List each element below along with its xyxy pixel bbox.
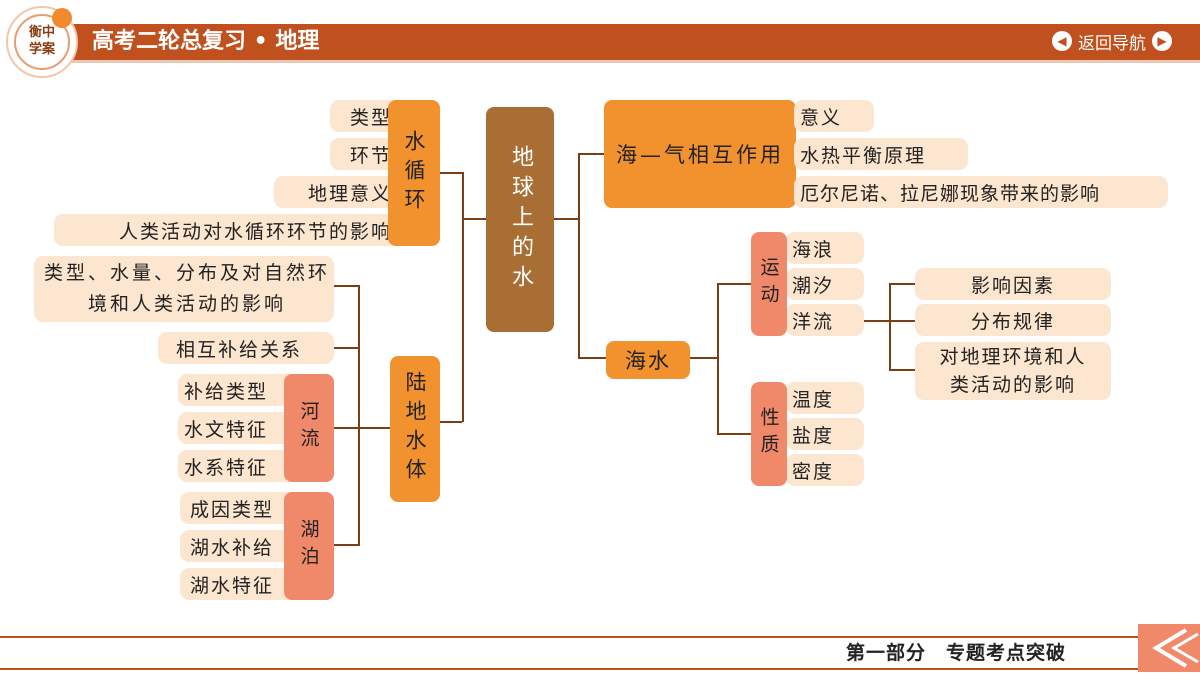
lake-item: 成因类型	[180, 492, 298, 524]
sea-air-node: 海—气相互作用	[604, 100, 796, 208]
connector	[889, 283, 915, 285]
connector	[462, 218, 486, 220]
connector	[717, 283, 751, 285]
connector	[440, 421, 462, 423]
connector	[578, 357, 606, 359]
connector	[553, 218, 579, 220]
property-item: 盐度	[786, 418, 864, 450]
land-water-item: 类型、水量、分布及对自然环境和人类活动的影响	[34, 256, 334, 322]
connector	[889, 283, 891, 371]
logo-dot	[52, 8, 72, 28]
connector	[334, 285, 360, 287]
nav-back-button[interactable]: ◀ 返回导航 ▶	[1052, 29, 1172, 54]
connector	[889, 320, 915, 322]
connector	[358, 427, 390, 429]
motion-item: 洋流	[786, 304, 864, 336]
river-item: 水系特征	[178, 450, 298, 482]
motion-item: 潮汐	[786, 268, 864, 300]
connector	[862, 320, 890, 322]
connector	[334, 427, 360, 429]
property-node: 性质	[751, 382, 787, 486]
motion-node: 运动	[751, 232, 787, 336]
connector	[358, 285, 360, 545]
water-cycle-item: 人类活动对水循环环节的影响	[54, 214, 400, 246]
connector	[717, 433, 751, 435]
connector	[690, 357, 718, 359]
property-item: 密度	[786, 454, 864, 486]
lake-node: 湖泊	[284, 492, 334, 600]
sea-air-item: 水热平衡原理	[794, 138, 968, 170]
connector	[334, 544, 360, 546]
river-node: 河流	[284, 374, 334, 482]
current-item: 影响因素	[915, 268, 1111, 300]
river-item: 补给类型	[178, 374, 298, 406]
connector	[440, 172, 462, 174]
water-cycle-item: 地理意义	[274, 176, 400, 208]
current-item: 对地理环境和人类活动的影响	[915, 342, 1111, 400]
motion-item: 海浪	[786, 232, 864, 264]
arrow-left-icon[interactable]: ◀	[1052, 31, 1072, 51]
connector	[889, 369, 915, 371]
lake-item: 湖水补给	[180, 530, 298, 562]
seawater-node: 海水	[606, 341, 690, 379]
footer-line-bottom	[0, 668, 1140, 670]
footer-line-top	[0, 636, 1140, 638]
lake-item: 湖水特征	[180, 568, 298, 600]
sea-air-item: 厄尔尼诺、拉尼娜现象带来的影响	[794, 176, 1168, 208]
connector	[578, 153, 604, 155]
header-underline	[70, 60, 1200, 63]
sea-air-item: 意义	[794, 100, 874, 132]
page-title: 高考二轮总复习 • 地理	[92, 29, 320, 54]
footer-chevron-icon	[1138, 624, 1200, 672]
connector	[578, 153, 580, 359]
land-water-item: 相互补给关系	[158, 332, 334, 364]
nav-back-label[interactable]: 返回导航	[1078, 33, 1146, 54]
connector	[462, 172, 464, 422]
water-cycle-node: 水循环	[388, 100, 440, 246]
logo: 衡中学案	[28, 25, 55, 57]
root-node: 地球上的水	[486, 107, 554, 332]
footer-section-title: 第一部分 专题考点突破	[846, 642, 1067, 664]
connector	[717, 283, 719, 435]
arrow-right-icon[interactable]: ▶	[1152, 31, 1172, 51]
current-item: 分布规律	[915, 304, 1111, 336]
land-water-node: 陆地水体	[390, 356, 440, 502]
property-item: 温度	[786, 382, 864, 414]
connector	[334, 347, 360, 349]
river-item: 水文特征	[178, 412, 298, 444]
header-bar	[70, 24, 1200, 60]
